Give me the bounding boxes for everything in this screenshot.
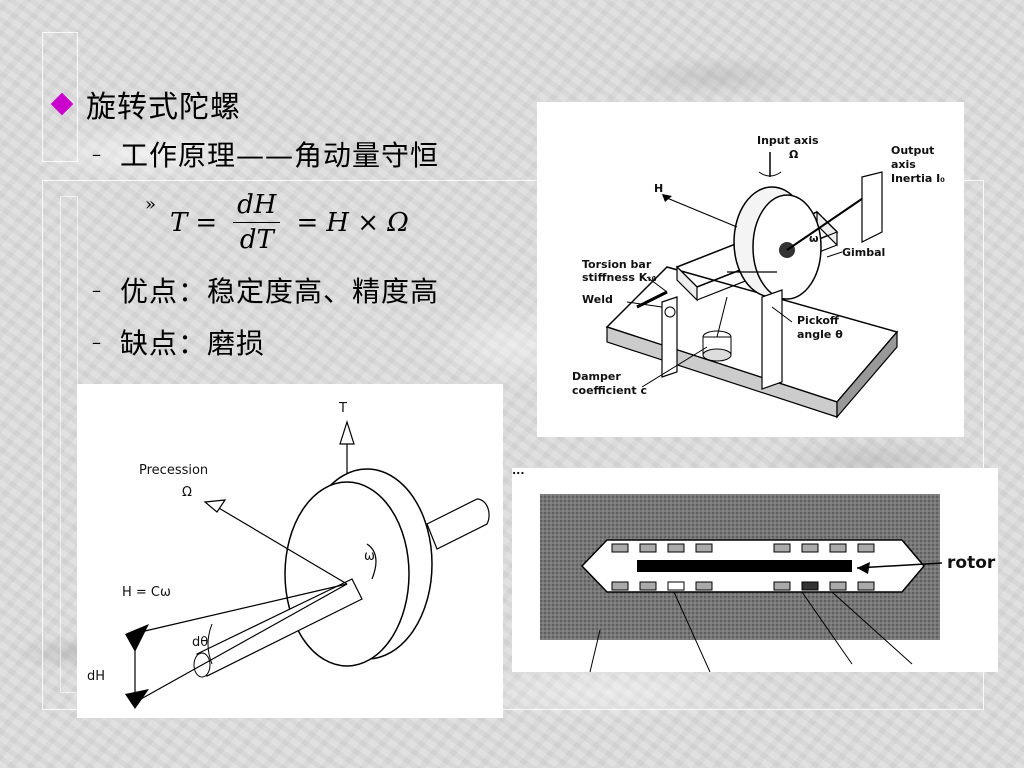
slide-title-row: 旋转式陀螺 bbox=[50, 82, 241, 126]
output-axis-label: axis bbox=[891, 158, 916, 171]
h-equation-label: H = Cω bbox=[122, 585, 171, 600]
formula-eq2: = bbox=[296, 207, 319, 238]
diamond-bullet-icon bbox=[50, 92, 74, 116]
torque-formula: » T = dH dT = H × Ω bbox=[145, 190, 409, 255]
decor-frame-inner bbox=[60, 196, 78, 693]
gyro-mechanism-drawing: Input axis Ω Output axis Inertia I₀ H ω … bbox=[572, 134, 945, 419]
bullet-text: 优点：稳定度高、精度高 bbox=[120, 275, 440, 308]
output-label: Output bbox=[891, 144, 934, 157]
h-label: H bbox=[654, 182, 663, 195]
formula-denominator: dT bbox=[239, 225, 274, 255]
torsion-bar-label: Torsion bar bbox=[582, 258, 652, 271]
input-axis-label: Input axis bbox=[757, 134, 819, 147]
omega-label: ω bbox=[809, 232, 819, 245]
bullet-text: 缺点：磨损 bbox=[120, 327, 266, 360]
bullet-principle: – 工作原理——角动量守恒 bbox=[92, 134, 439, 174]
omega-capital-label: Ω bbox=[182, 485, 192, 500]
formula-numerator: dH bbox=[233, 190, 281, 223]
pickoff-angle-label: angle θ bbox=[797, 328, 843, 341]
gyro-mechanism-figure: Input axis Ω Output axis Inertia I₀ H ω … bbox=[537, 102, 964, 437]
dtheta-label: dθ bbox=[192, 635, 208, 650]
formula-rhs: H × Ω bbox=[326, 207, 409, 238]
formula-lhs: T bbox=[170, 207, 188, 238]
dash-marker: – bbox=[92, 279, 102, 301]
bullet-advantages: – 优点：稳定度高、精度高 bbox=[92, 270, 439, 310]
formula-fraction: dH dT bbox=[233, 190, 281, 255]
inertia-label: Inertia I₀ bbox=[891, 172, 945, 185]
pickoff-label: Pickoff bbox=[797, 314, 839, 327]
rotor-section-figure: ... rotor bbox=[512, 468, 998, 672]
gimbal-label: Gimbal bbox=[842, 246, 885, 259]
dash-marker: – bbox=[92, 331, 102, 353]
bullet-disadvantages: – 缺点：磨损 bbox=[92, 322, 265, 362]
precession-label: Precession bbox=[139, 463, 208, 478]
caption-fragment: ... bbox=[512, 468, 525, 477]
rotor-label: rotor bbox=[947, 553, 996, 573]
slide-title: 旋转式陀螺 bbox=[86, 90, 241, 125]
weld-label: Weld bbox=[582, 293, 613, 306]
precession-figure: T Precession Ω H = Cω ω dθ dH bbox=[77, 384, 503, 718]
precession-drawing: T Precession Ω H = Cω ω dθ dH bbox=[87, 401, 490, 709]
stiffness-label: stiffness Kₜᵦ bbox=[582, 271, 656, 284]
damper-label: Damper bbox=[572, 370, 621, 383]
omega-label: ω bbox=[364, 549, 375, 564]
formula-eq1: = bbox=[195, 207, 218, 238]
rotor-section-drawing: ... rotor bbox=[512, 468, 996, 672]
raquo-marker: » bbox=[145, 194, 157, 215]
damper-coefficient-label: coefficient c bbox=[572, 384, 647, 397]
dh-label: dH bbox=[87, 669, 105, 684]
t-label: T bbox=[338, 401, 347, 416]
bullet-text: 工作原理——角动量守恒 bbox=[120, 139, 440, 172]
omega-capital-label: Ω bbox=[789, 148, 799, 161]
dash-marker: – bbox=[92, 143, 102, 165]
